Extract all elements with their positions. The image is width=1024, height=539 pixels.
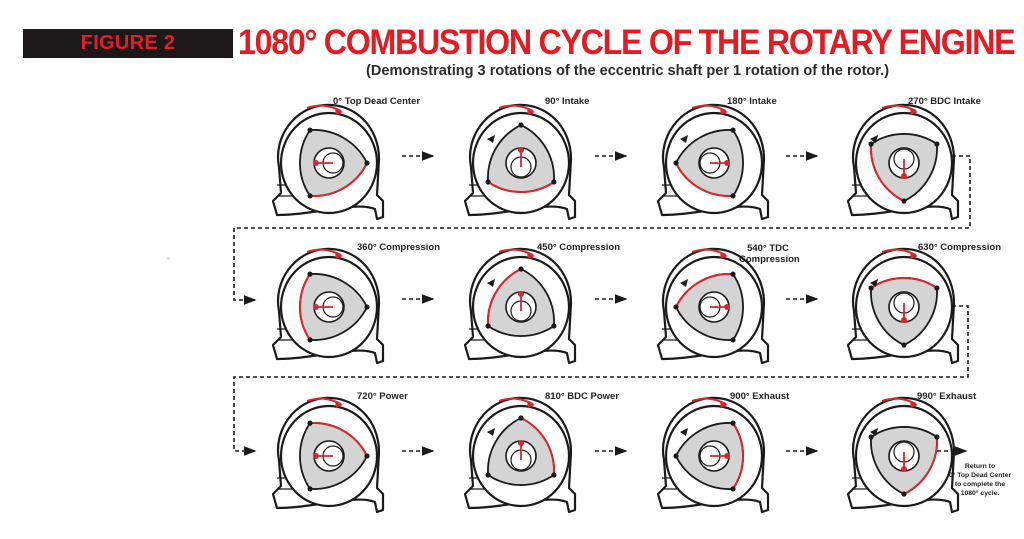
stage-label-540-line1: 540° TDC xyxy=(747,243,789,254)
rotary-engine-icon xyxy=(463,103,577,221)
return-note-line4: 1080° cycle. xyxy=(960,490,1000,497)
diagram-subtitle: (Demonstrating 3 rotations of the eccent… xyxy=(366,62,890,79)
stage-label-630: 630° Compression xyxy=(918,242,1001,253)
rotary-engine-icon xyxy=(656,396,770,514)
stage-label-180: 180° Intake xyxy=(727,96,777,107)
rotary-engine-icon xyxy=(271,103,385,221)
stage-label-540: 540° TDC Compression xyxy=(739,243,800,265)
rotary-engine-icon xyxy=(846,103,960,221)
rotary-engine-icon xyxy=(463,247,577,365)
engine-stage-810 xyxy=(447,390,597,520)
engine-stage-720 xyxy=(255,390,405,520)
rotary-engine-icon xyxy=(656,247,770,365)
stage-label-270: 270° BDC Intake xyxy=(908,96,981,107)
engine-stage-270 xyxy=(830,97,980,227)
engine-stage-0 xyxy=(255,97,405,227)
figure-label-bar: FIGURE 2 xyxy=(23,29,233,58)
stage-label-990: 990° Exhaust xyxy=(917,391,977,402)
return-note-line1: Return to xyxy=(964,463,996,470)
figure-label: FIGURE 2 xyxy=(80,32,176,54)
engine-stage-360 xyxy=(255,241,405,371)
stage-label-90: 90° Intake xyxy=(545,96,590,107)
return-note-line3: to complete the xyxy=(954,481,1006,488)
engine-stage-900 xyxy=(640,390,790,520)
stage-label-360: 360° Compression xyxy=(357,242,440,253)
rotary-engine-icon xyxy=(656,103,770,221)
stage-label-720: 720° Power xyxy=(357,391,408,402)
return-note: Return to 0° Top Dead Center to complete… xyxy=(938,462,1022,498)
diagram-title: 1080° COMBUSTION CYCLE OF THE ROTARY ENG… xyxy=(238,23,1016,62)
rotary-engine-icon xyxy=(846,396,960,514)
stage-label-810: 810° BDC Power xyxy=(545,391,620,402)
rotary-engine-icon xyxy=(846,247,960,365)
rotary-engine-icon xyxy=(271,247,385,365)
stray-dot xyxy=(167,257,170,260)
engine-stage-540 xyxy=(640,241,790,371)
rotary-engine-icon xyxy=(463,396,577,514)
engine-stage-630 xyxy=(830,241,980,371)
engine-stage-450 xyxy=(447,241,597,371)
stage-label-540-line2: Compression xyxy=(739,254,800,265)
rotary-engine-icon xyxy=(271,396,385,514)
stage-label-450: 450° Compression xyxy=(537,242,620,253)
return-note-line2: 0° Top Dead Center xyxy=(948,472,1012,479)
engine-stage-180 xyxy=(640,97,790,227)
stage-label-0: 0° Top Dead Center xyxy=(333,96,421,107)
stage-label-900: 900° Exhaust xyxy=(730,391,790,402)
engine-stage-90 xyxy=(447,97,597,227)
engine-stage-990 xyxy=(830,390,980,520)
